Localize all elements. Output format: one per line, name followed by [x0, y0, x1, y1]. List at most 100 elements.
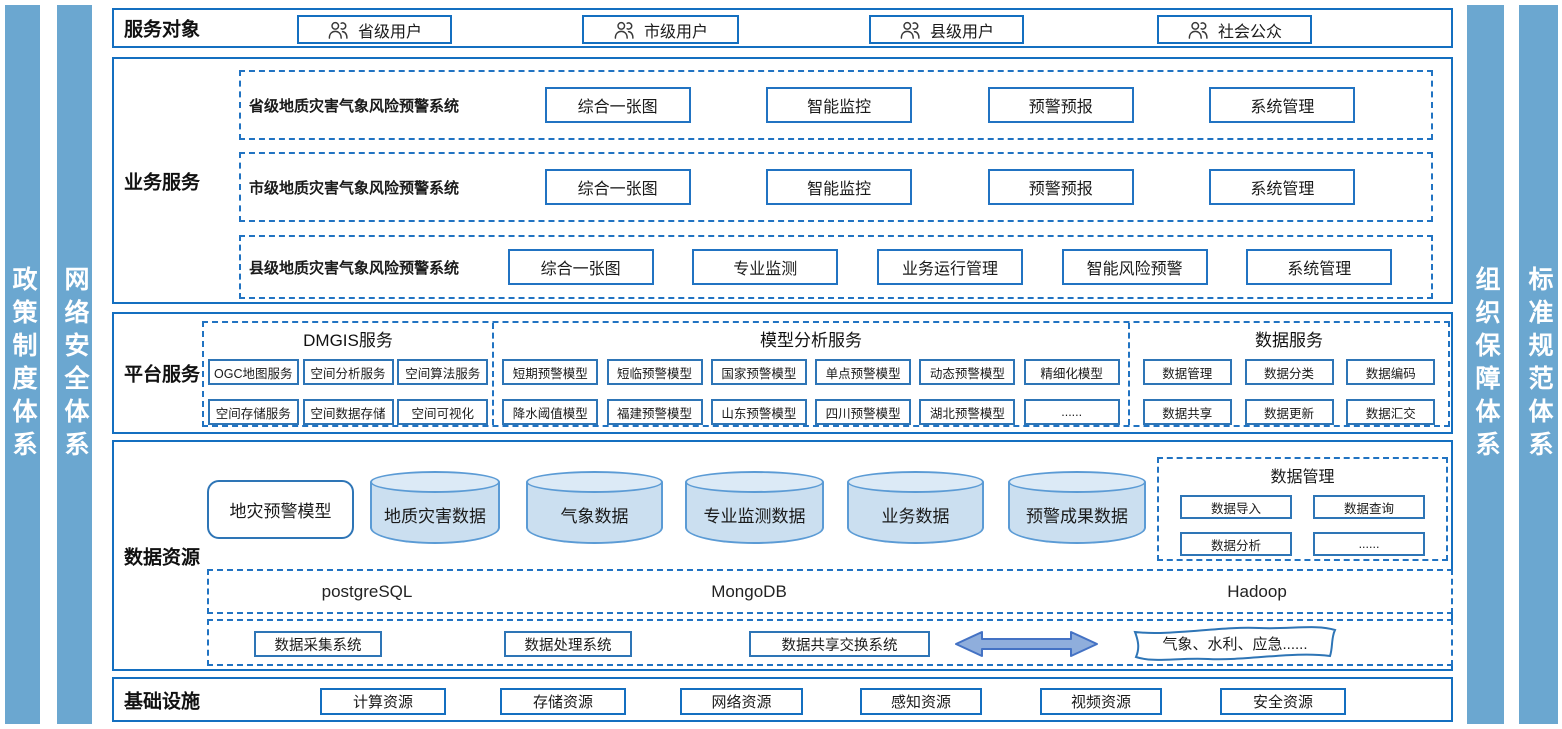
subsystem-name: 县级地质灾害气象风险预警系统: [249, 259, 460, 277]
wave-shape-icon: [1133, 626, 1337, 661]
module-button: 智能监控: [766, 87, 913, 123]
cylinder-weather-data: 气象数据: [526, 471, 663, 544]
layer-business-services: 业务服务 省级地质灾害气象风险预警系统 综合一张图 智能监控 预警预报 系统管理…: [112, 57, 1453, 304]
group-title: DMGIS服务: [303, 331, 393, 350]
rail-policy-system: 政策制度体系: [5, 5, 40, 724]
user-box-public: 社会公众: [1157, 15, 1312, 44]
data-management-box: 数据管理 数据导入 数据查询 数据分析 ......: [1157, 457, 1448, 561]
dm-item: ......: [1313, 532, 1425, 556]
layer-data-resources: 数据资源 地灾预警模型 地质灾害数据 气象数据 专业监测数据 业务数据 预警成果…: [112, 440, 1453, 671]
system-box: 数据采集系统: [254, 631, 382, 657]
group-title: 数据服务: [1255, 331, 1323, 350]
module-button: 专业监测: [692, 249, 839, 285]
users-icon: [1188, 21, 1208, 39]
layer-title: 平台服务: [124, 364, 201, 386]
service-box: ......: [1023, 399, 1120, 425]
cylinder-geohazard-data: 地质灾害数据: [370, 471, 500, 544]
system-box: 数据共享交换系统: [749, 631, 930, 657]
system-box: 数据处理系统: [504, 631, 632, 657]
users-icon: [614, 21, 634, 39]
layer-title: 服务对象: [124, 19, 201, 41]
rail-label: 标准规范体系: [1525, 265, 1553, 464]
resource-box: 计算资源: [320, 688, 446, 715]
layer-service-objects: 服务对象 省级用户 市级用户: [112, 8, 1453, 48]
double-arrow-icon: [955, 631, 1098, 657]
module-button: 业务运行管理: [876, 249, 1023, 285]
service-box: 空间存储服务: [207, 399, 299, 425]
service-box: 数据编码: [1346, 359, 1436, 385]
module-button: 智能监控: [766, 169, 913, 205]
rail-label: 组织保障体系: [1472, 265, 1500, 464]
service-box: 湖北预警模型: [919, 399, 1016, 425]
group-dmgis: DMGIS服务 OGC地图服务 空间分析服务 空间算法服务 空间存储服务 空间数…: [204, 323, 494, 425]
service-box: 数据分类: [1244, 359, 1334, 385]
service-box: 数据管理: [1142, 359, 1232, 385]
rail-network-security-system: 网络安全体系: [57, 5, 92, 724]
layer-platform-services: 平台服务 DMGIS服务 OGC地图服务 空间分析服务 空间算法服务 空间存储服…: [112, 312, 1453, 434]
module-list: 综合一张图 智能监控 预警预报 系统管理: [469, 169, 1431, 205]
user-box-provincial: 省级用户: [297, 15, 452, 44]
service-box: 空间可视化: [397, 399, 489, 425]
module-button: 系统管理: [1246, 249, 1393, 285]
dm-item: 数据查询: [1313, 495, 1425, 519]
module-button: 综合一张图: [544, 169, 691, 205]
db-postgresql: postgreSQL: [321, 581, 413, 601]
resource-box: 视频资源: [1040, 688, 1162, 715]
service-box: 数据更新: [1244, 399, 1334, 425]
module-button: 综合一张图: [507, 249, 654, 285]
cylinder-warning-result-data: 预警成果数据: [1008, 471, 1146, 544]
module-button: 预警预报: [987, 87, 1134, 123]
rail-label: 政策制度体系: [9, 265, 37, 464]
service-box: 短临预警模型: [606, 359, 703, 385]
user-box-label: 市级用户: [643, 23, 708, 41]
subsystem-name: 市级地质灾害气象风险预警系统: [249, 179, 460, 197]
user-box-county: 县级用户: [869, 15, 1024, 44]
cylinder-monitoring-data: 专业监测数据: [685, 471, 824, 544]
group-title: 模型分析服务: [760, 331, 862, 350]
db-hadoop: Hadoop: [1227, 581, 1287, 601]
layer-infrastructure: 基础设施 计算资源 存储资源 网络资源 感知资源 视频资源 安全资源: [112, 677, 1453, 722]
external-systems-label: 气象、水利、应急......: [1162, 636, 1308, 653]
resource-box: 存储资源: [500, 688, 626, 715]
users-icon: [328, 21, 348, 39]
resource-box: 安全资源: [1220, 688, 1346, 715]
service-box: 短期预警模型: [502, 359, 599, 385]
user-box-label: 省级用户: [357, 23, 422, 41]
rail-standards-system: 标准规范体系: [1519, 5, 1558, 724]
group-model-analysis: 模型分析服务 短期预警模型 短临预警模型 国家预警模型 单点预警模型 动态预警模…: [494, 323, 1130, 425]
cylinder-business-data: 业务数据: [847, 471, 984, 544]
layer-title: 数据资源: [124, 547, 201, 568]
model-node: 地灾预警模型: [207, 480, 354, 539]
layer-title: 基础设施: [124, 691, 201, 712]
data-management-title: 数据管理: [1270, 469, 1335, 486]
service-box: 精细化模型: [1023, 359, 1120, 385]
service-box: 空间分析服务: [302, 359, 394, 385]
service-box: 降水阈值模型: [502, 399, 599, 425]
user-box-municipal: 市级用户: [582, 15, 739, 44]
service-box: 福建预警模型: [606, 399, 703, 425]
service-box: 山东预警模型: [710, 399, 807, 425]
users-icon: [900, 21, 920, 39]
service-box: 空间算法服务: [397, 359, 489, 385]
resource-box: 网络资源: [680, 688, 803, 715]
rail-label: 网络安全体系: [61, 265, 89, 464]
module-button: 预警预报: [987, 169, 1134, 205]
service-box: 单点预警模型: [815, 359, 912, 385]
service-box: 空间数据存储: [302, 399, 394, 425]
subsystem-provincial: 省级地质灾害气象风险预警系统 综合一张图 智能监控 预警预报 系统管理: [239, 70, 1433, 140]
resource-box: 感知资源: [860, 688, 982, 715]
service-box: 动态预警模型: [919, 359, 1016, 385]
db-mongodb: MongoDB: [711, 581, 787, 601]
module-button: 系统管理: [1209, 169, 1356, 205]
subsystem-municipal: 市级地质灾害气象风险预警系统 综合一张图 智能监控 预警预报 系统管理: [239, 152, 1433, 222]
service-box: 数据汇交: [1346, 399, 1436, 425]
module-list: 综合一张图 智能监控 预警预报 系统管理: [469, 87, 1431, 123]
external-systems-shape: 气象、水利、应急......: [1126, 623, 1344, 664]
module-list: 综合一张图 专业监测 业务运行管理 智能风险预警 系统管理: [469, 249, 1431, 285]
rail-organization-system: 组织保障体系: [1467, 5, 1504, 724]
subsystem-name: 省级地质灾害气象风险预警系统: [249, 97, 460, 115]
service-box: 四川预警模型: [815, 399, 912, 425]
platform-groups: DMGIS服务 OGC地图服务 空间分析服务 空间算法服务 空间存储服务 空间数…: [202, 321, 1450, 427]
user-box-label: 县级用户: [929, 23, 994, 41]
